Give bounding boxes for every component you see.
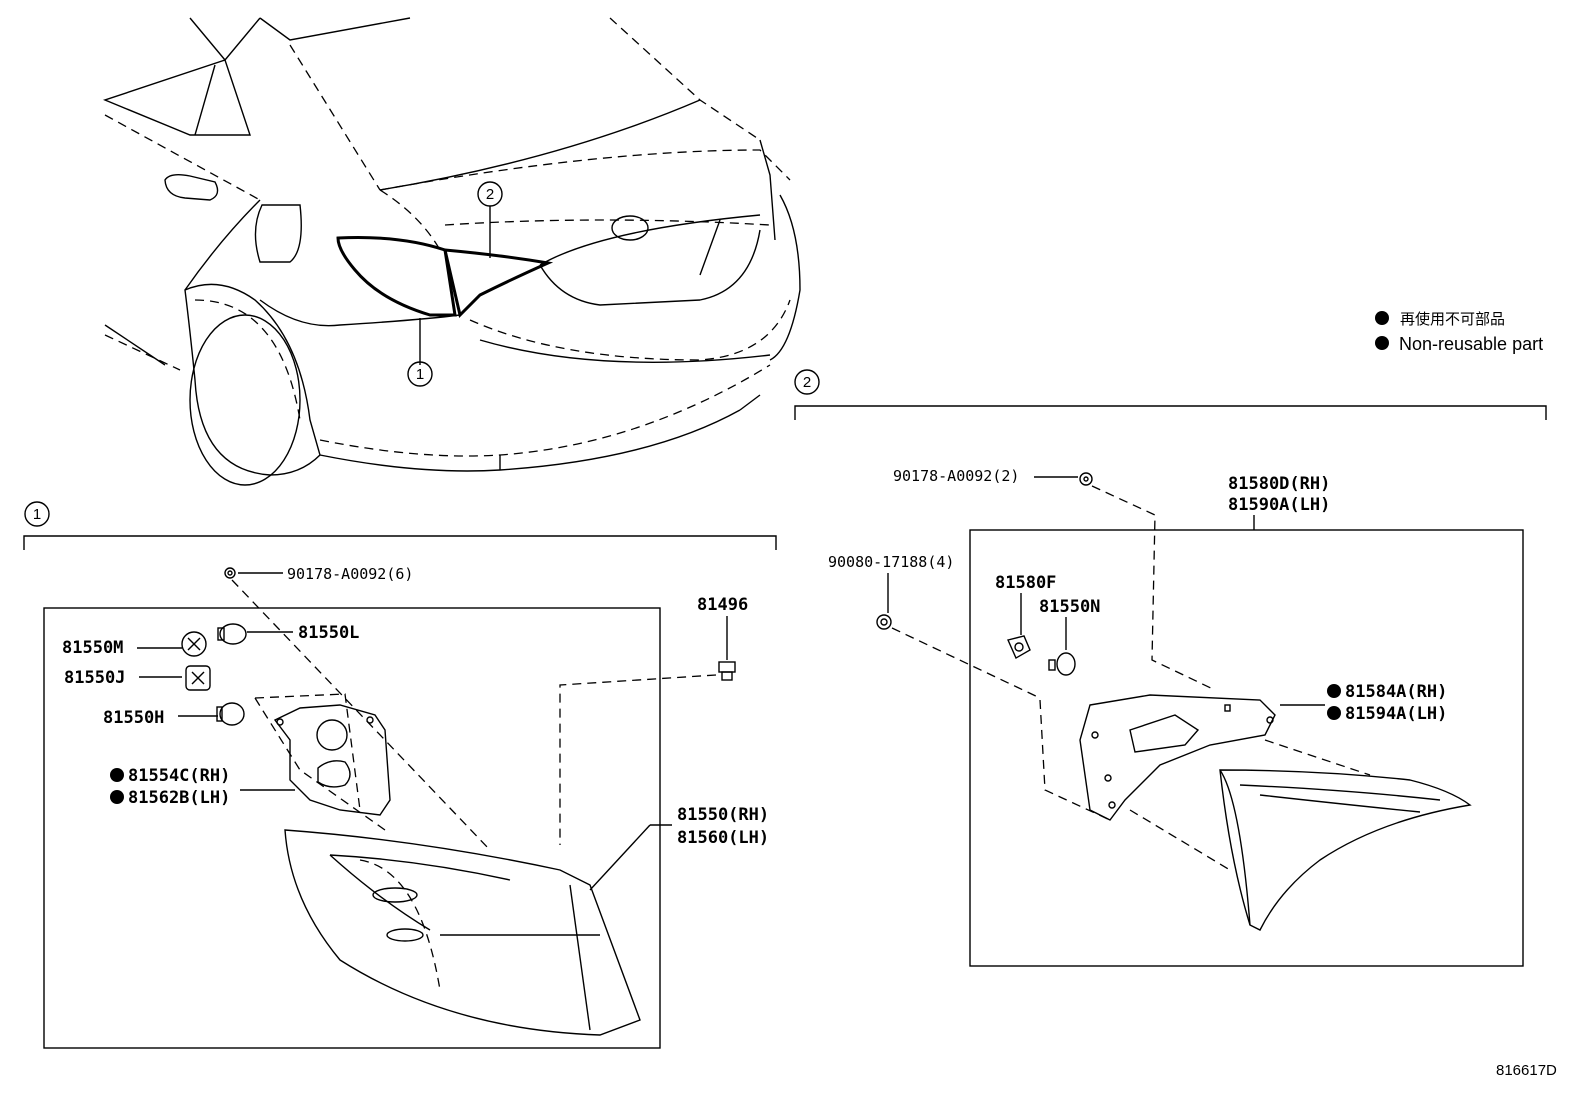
bulb-icon — [1048, 652, 1076, 676]
non-reusable-dot-icon — [1375, 311, 1389, 325]
nut-icon — [876, 614, 892, 630]
legend-en-text: Non-reusable part — [1399, 334, 1543, 354]
svg-text:1: 1 — [416, 366, 424, 383]
label-81550H: 81550H — [103, 708, 164, 728]
label-81584A-RH: 81584A(RH) — [1345, 682, 1447, 702]
bolt-icon — [1079, 472, 1093, 486]
legend-jp-text: 再使用不可部品 — [1400, 310, 1505, 328]
label-81560-LH: 81560(LH) — [677, 828, 769, 848]
non-reusable-dot-icon — [1327, 684, 1341, 698]
label-90178-A0092-6: 90178-A0092(6) — [287, 565, 413, 583]
legend: 再使用不可部品 Non-reusable part — [1375, 310, 1543, 354]
label-90080-17188-4: 90080-17188(4) — [828, 553, 954, 571]
label-81550L: 81550L — [298, 623, 359, 643]
label-81550N: 81550N — [1039, 597, 1100, 617]
callout-1-car: 1 — [407, 361, 433, 387]
car-rear-illustration — [102, 17, 801, 486]
gasket-icon — [273, 704, 391, 816]
group-1-box — [43, 607, 661, 1049]
label-81580F: 81580F — [995, 573, 1056, 593]
non-reusable-dot-icon — [1375, 336, 1389, 350]
non-reusable-dot-icon — [110, 790, 124, 804]
socket-icon — [181, 631, 207, 657]
group-2-marker: 2 — [803, 374, 811, 391]
label-81590A-LH: 81590A(LH) — [1228, 495, 1330, 515]
group-1-marker: 1 — [33, 506, 41, 523]
socket-icon — [1007, 635, 1031, 659]
svg-text:2: 2 — [486, 186, 494, 203]
label-81550-RH: 81550(RH) — [677, 805, 769, 825]
label-81562B-LH: 81562B(LH) — [128, 788, 230, 808]
non-reusable-dot-icon — [1327, 706, 1341, 720]
label-81550M: 81550M — [62, 638, 123, 658]
group-2-inner-lamp: 2 90178-A0092(2) 81580D(RH) 81590A(LH) 9… — [794, 369, 1547, 967]
rear-combination-lamp-icon — [284, 829, 641, 1036]
label-90178-A0092-2: 90178-A0092(2) — [893, 467, 1019, 485]
diagram-code: 816617D — [1496, 1062, 1557, 1079]
label-81594A-LH: 81594A(LH) — [1345, 704, 1447, 724]
bulb-icon — [216, 702, 245, 726]
label-81550J: 81550J — [64, 668, 125, 688]
bulb-icon — [217, 623, 247, 645]
group-2-box — [969, 529, 1524, 967]
group-1-outer-lamp: 1 90178-A0092(6) 81496 81550M — [23, 501, 777, 1049]
label-81496: 81496 — [697, 595, 748, 615]
label-81580D-RH: 81580D(RH) — [1228, 474, 1330, 494]
back-door-lamp-icon — [1219, 769, 1472, 931]
clip-icon — [718, 661, 736, 681]
callout-2-car: 2 — [477, 181, 503, 207]
gasket-icon — [1079, 694, 1276, 821]
bolt-icon — [224, 567, 236, 579]
socket-wedge-icon — [185, 665, 211, 691]
label-81554C-RH: 81554C(RH) — [128, 766, 230, 786]
non-reusable-dot-icon — [110, 768, 124, 782]
